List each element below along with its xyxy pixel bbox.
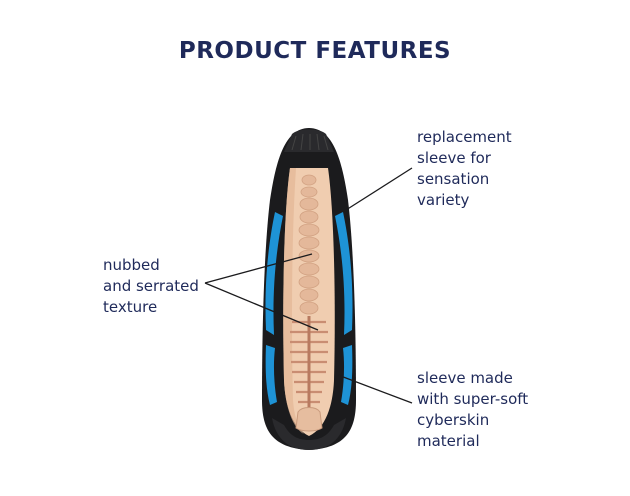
callout-line-text: sleeve for: [417, 149, 491, 167]
callout-line-text: replacement: [417, 128, 512, 146]
device-cap: [284, 129, 334, 152]
nub-texture: [298, 174, 320, 315]
right-accent-lower: [341, 345, 353, 405]
cap-ridges: [291, 133, 329, 151]
sleeve-shading: [283, 168, 304, 434]
sleeve-opening: [295, 407, 323, 432]
right-accent-panel: [335, 212, 353, 335]
left-accent-lower: [265, 345, 277, 405]
callout-line-text: and serrated: [103, 277, 199, 295]
callout-line-text: variety: [417, 191, 470, 209]
callout-line-nubbed-upper: [204, 253, 313, 284]
callout-line-nubbed-lower: [204, 282, 319, 331]
callout-line-text: material: [417, 432, 480, 450]
callout-line-cyberskin: [337, 374, 413, 404]
callout-line-text: cyberskin: [417, 411, 490, 429]
callout-nubbed-texture: nubbed and serrated texture: [103, 255, 199, 318]
left-accent-panel: [265, 212, 283, 335]
callout-line-text: sensation: [417, 170, 490, 188]
callout-line-text: nubbed: [103, 256, 160, 274]
device-base: [272, 418, 346, 450]
page-title: PRODUCT FEATURES: [178, 38, 452, 64]
callout-line-replacement: [345, 167, 413, 211]
callout-line-text: with super-soft: [417, 390, 529, 408]
callout-line-text: sleeve made: [417, 369, 513, 387]
callout-line-text: texture: [103, 298, 158, 316]
callout-cyberskin-material: sleeve made with super-soft cyberskin ma…: [417, 368, 528, 452]
callout-replacement-sleeve: replacement sleeve for sensation variety: [417, 127, 512, 211]
